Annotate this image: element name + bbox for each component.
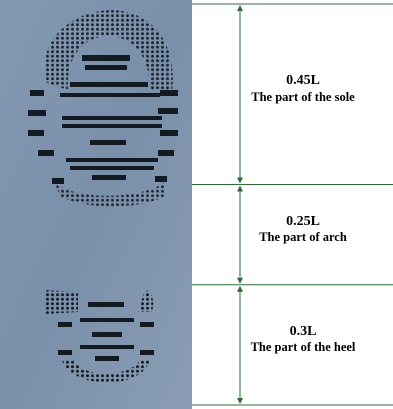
- sole-bar: [38, 150, 54, 156]
- heel-bar: [140, 350, 154, 355]
- sole-bar: [160, 130, 178, 136]
- arrowhead-down-0: [237, 177, 243, 183]
- section-label-1: 0.25LThe part of arch: [238, 213, 368, 246]
- sole-bar: [66, 158, 158, 162]
- sole-bar: [92, 175, 126, 180]
- arrowhead-down-2: [237, 398, 243, 404]
- heel-bar: [58, 350, 72, 355]
- sole-bar: [85, 65, 127, 70]
- sole-bar: [28, 130, 44, 136]
- section-value: 0.25L: [238, 213, 368, 231]
- sole-bar: [52, 178, 64, 184]
- sole-bar: [28, 110, 46, 116]
- section-label-2: 0.3LThe part of the heel: [238, 323, 368, 356]
- sole-bar: [62, 116, 162, 120]
- arrowhead-down-1: [237, 278, 243, 284]
- sole-bar: [158, 108, 178, 114]
- arrowhead-up-1: [237, 185, 243, 191]
- sole-bar: [155, 176, 167, 182]
- sole-bar: [82, 55, 130, 61]
- sole-bar: [160, 90, 178, 96]
- sole-bar: [60, 93, 160, 97]
- heel-bar: [88, 302, 124, 307]
- sole-bar: [70, 82, 148, 87]
- heel-dotted-region: [45, 290, 78, 314]
- section-description: The part of arch: [238, 230, 368, 246]
- heel-bar: [80, 318, 134, 322]
- sole-bar: [62, 124, 162, 128]
- section-value: 0.3L: [238, 323, 368, 341]
- heel-bar: [95, 356, 119, 361]
- heel-bar: [92, 332, 122, 337]
- heel-bar: [140, 322, 154, 327]
- sole-bar: [70, 166, 154, 170]
- heel-bar: [80, 345, 134, 349]
- arrowhead-up-0: [237, 5, 243, 11]
- section-label-0: 0.45LThe part of the sole: [238, 72, 368, 105]
- sole-bar: [90, 140, 126, 145]
- arrowhead-up-2: [237, 286, 243, 292]
- section-description: The part of the sole: [238, 90, 368, 106]
- section-value: 0.45L: [238, 72, 368, 90]
- section-description: The part of the heel: [238, 340, 368, 356]
- sole-bar: [30, 90, 44, 96]
- heel-bar: [58, 322, 72, 327]
- sole-bar: [158, 150, 174, 156]
